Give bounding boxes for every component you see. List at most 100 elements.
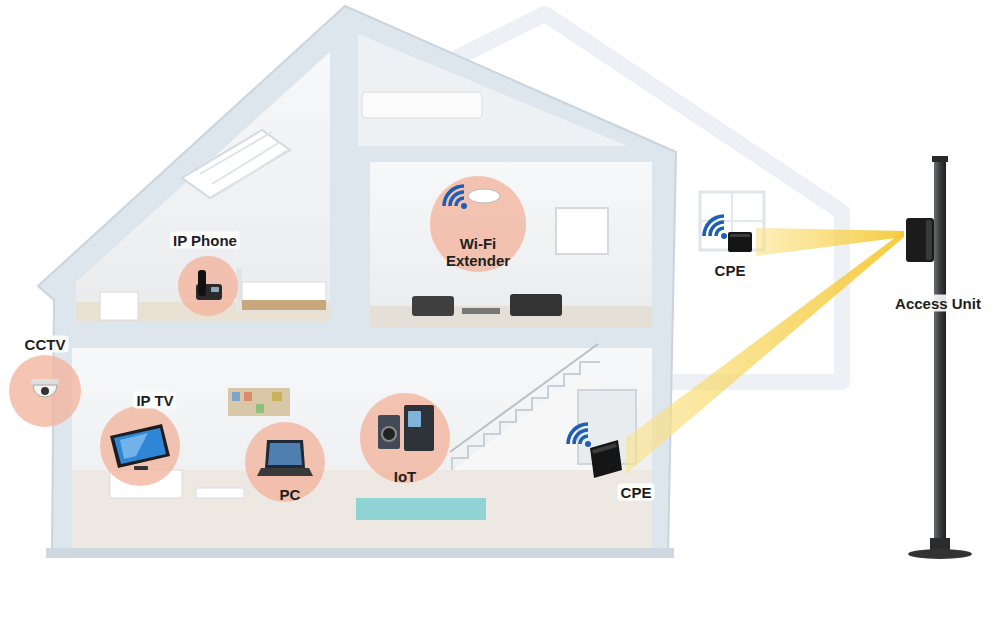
- tv-highlight: [120, 433, 148, 459]
- washing-machine: [378, 415, 400, 449]
- glass-table: [196, 488, 244, 498]
- laptop-screen: [268, 443, 302, 465]
- device-label: CCTV: [22, 336, 69, 353]
- cpe-device: [728, 232, 752, 252]
- node-shape: [568, 408, 626, 480]
- house-frame: [38, 6, 676, 556]
- rug: [356, 498, 486, 520]
- wifi-dot: [721, 233, 727, 239]
- device-bubble: CCTV: [9, 355, 81, 427]
- device-label: Wi-Fi Extender: [436, 235, 520, 269]
- device-icon: [257, 440, 313, 476]
- device-icon: [31, 379, 59, 397]
- access-unit-device: [906, 218, 934, 262]
- cpe-highlight: [592, 443, 617, 454]
- device-icon: [702, 214, 752, 252]
- phone-handset: [198, 270, 206, 296]
- cpe-highlight: [730, 234, 750, 237]
- wifi-symbol: [442, 184, 467, 209]
- device-icon: [378, 405, 434, 451]
- device-bubble: IP TV: [100, 406, 180, 486]
- network-device: Access Unit: [904, 212, 948, 268]
- book: [256, 404, 264, 413]
- washer-door: [382, 427, 396, 441]
- bed-base: [242, 300, 326, 310]
- node-shape: [100, 406, 180, 486]
- network-device: CPE: [698, 212, 756, 280]
- dresser: [100, 292, 138, 320]
- wifi-dot: [585, 441, 591, 447]
- book: [272, 392, 282, 401]
- camera-mount: [31, 379, 59, 385]
- bookshelf: [228, 388, 290, 416]
- device-label: IP Phone: [170, 232, 240, 249]
- fridge-screen: [408, 411, 421, 427]
- device-bubble: PC: [245, 422, 325, 502]
- wifi-arc: [714, 226, 724, 236]
- device-icon: [906, 218, 934, 262]
- wifi-arc: [454, 196, 464, 206]
- node-shape: [178, 256, 238, 316]
- stair-rail: [450, 344, 598, 452]
- network-device: CPE: [568, 408, 626, 480]
- beam-group: [626, 228, 904, 474]
- highlight-circle: [245, 422, 325, 502]
- tv-stand: [134, 466, 148, 470]
- node-shape: [9, 355, 81, 427]
- smart-fridge: [404, 405, 434, 451]
- armchair: [412, 296, 454, 316]
- house-base: [46, 548, 674, 558]
- device-label: IoT: [394, 468, 417, 485]
- device-icon: [110, 424, 170, 470]
- bed: [242, 282, 326, 310]
- wall-picture: [556, 208, 608, 254]
- extender-disc: [468, 189, 500, 203]
- device-icon: [196, 270, 222, 300]
- sofa: [510, 294, 562, 316]
- attic-space: [358, 34, 628, 146]
- ground-floor-room: [72, 348, 652, 548]
- attic-bedroom: [76, 52, 330, 322]
- pole-cap: [932, 156, 948, 162]
- device-bubble: Wi-Fi Extender: [430, 176, 526, 272]
- tv-screen: [114, 428, 166, 464]
- ground-floor: [72, 470, 652, 548]
- wifi-symbol: [702, 214, 727, 239]
- wifi-dot: [461, 203, 467, 209]
- cpe-device: [590, 440, 622, 478]
- camera-dome: [33, 385, 57, 397]
- phone-screen: [211, 287, 219, 292]
- device-icon: [566, 422, 622, 478]
- laptop-lid: [265, 440, 305, 468]
- device-label: CPE: [712, 262, 749, 279]
- highlight-circle: [430, 176, 526, 272]
- camera-lens: [41, 387, 49, 395]
- wifi-arc: [702, 214, 724, 236]
- pole-base: [908, 549, 972, 559]
- coffee-table: [462, 308, 500, 314]
- device-bubble: IP Phone: [178, 256, 238, 316]
- device-label: Access Unit: [892, 295, 984, 312]
- wifi-arc: [442, 184, 464, 206]
- living-room-upper: [370, 162, 652, 328]
- skylight: [182, 130, 290, 198]
- highlight-circle: [178, 256, 238, 316]
- highlight-circle: [9, 355, 81, 427]
- highlight-circle: [100, 406, 180, 486]
- device-icon: [442, 184, 500, 209]
- signal-beam: [626, 231, 904, 474]
- tv-frame: [110, 424, 170, 468]
- wifi-arc: [578, 434, 588, 444]
- device-label: CPE: [618, 484, 655, 501]
- laptop-base: [257, 468, 313, 476]
- air-conditioner: [362, 92, 482, 118]
- access-unit-side: [926, 220, 932, 260]
- wifi-arc: [566, 422, 588, 444]
- skylight-blinds: [200, 132, 288, 192]
- wifi-symbol: [566, 422, 591, 447]
- node-shape: [904, 212, 948, 268]
- device-bubble: IoT: [360, 393, 450, 483]
